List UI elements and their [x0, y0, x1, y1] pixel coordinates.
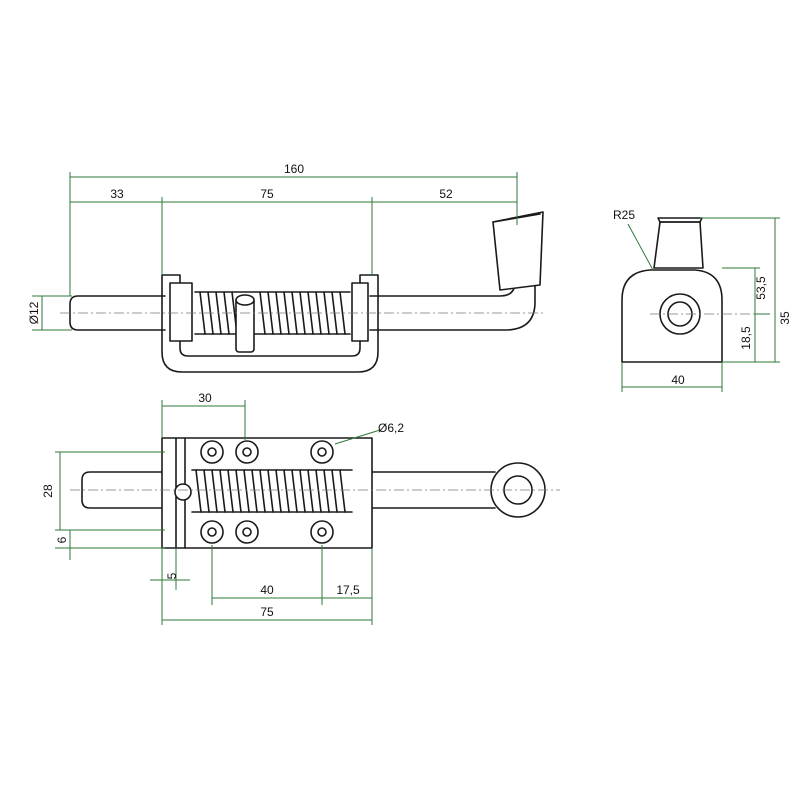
front-pin-right [369, 471, 496, 509]
hole [310, 520, 334, 544]
top-collar-right [351, 282, 369, 342]
front-spring [191, 469, 353, 513]
dim-right-label: 52 [439, 187, 453, 201]
top-cross-pin-head [235, 294, 255, 306]
dim-edge-label: 17,5 [336, 583, 360, 597]
dim-height-total-label: 35 [778, 311, 792, 325]
front-cross-pin [174, 483, 192, 501]
side-dimensions [621, 217, 780, 392]
dim-hole-span-label: 30 [198, 391, 212, 405]
hole [200, 520, 224, 544]
front-pin-left [81, 471, 166, 509]
dim-offset-label: 6 [55, 536, 69, 543]
dim-hole-pitch-label: 40 [260, 583, 274, 597]
dim-mid-label: 75 [260, 187, 274, 201]
front-holes [200, 440, 334, 544]
dim-radius-label: R25 [613, 208, 635, 222]
dim-height-upper-label: 53,5 [754, 276, 768, 300]
front-dimensions [55, 400, 381, 625]
hole [235, 520, 259, 544]
top-cross-pin [235, 297, 255, 353]
dim-width-label: 40 [671, 373, 685, 387]
dim-left-label: 33 [110, 187, 124, 201]
side-handle [653, 221, 704, 269]
side-body [621, 269, 723, 363]
side-handle-top [657, 217, 703, 223]
front-ring-outer [490, 462, 546, 518]
dim-total-label: 160 [284, 162, 304, 176]
dim-small-label: 5 [165, 572, 179, 579]
side-view: R25 53,5 35 18,5 40 [613, 208, 792, 392]
top-bracket [161, 274, 379, 373]
hole [310, 440, 334, 464]
dim-length-label: 75 [260, 605, 274, 619]
hole [200, 440, 224, 464]
dim-pin-diameter-label: Ø12 [27, 301, 41, 324]
top-dimensions [32, 172, 518, 331]
dim-hole-diameter-label: Ø6,2 [378, 421, 404, 435]
dim-center-height-label: 18,5 [739, 326, 753, 350]
front-plate [161, 437, 373, 549]
top-collar-left [169, 282, 193, 342]
dim-height-label: 28 [41, 484, 55, 498]
top-handle-grip [492, 211, 544, 291]
front-view: 30 Ø6,2 28 6 5 40 17,5 75 [41, 391, 560, 625]
hole [235, 440, 259, 464]
top-view: 160 33 75 52 Ø12 [27, 162, 545, 373]
